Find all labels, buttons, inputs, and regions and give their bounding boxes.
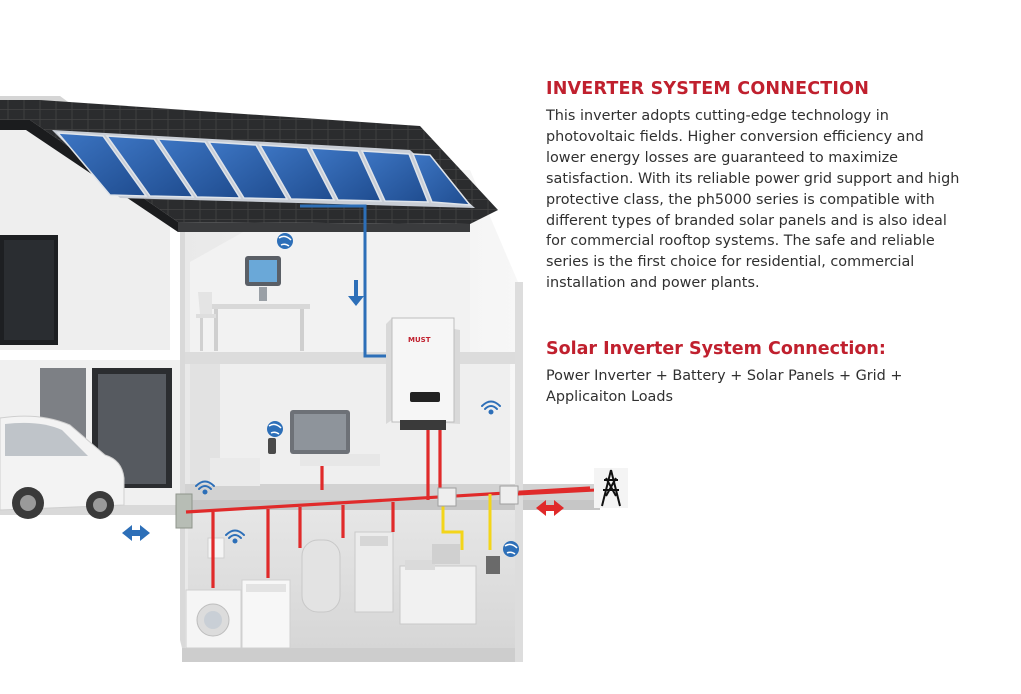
globe-icon — [267, 421, 283, 437]
dc-line — [300, 204, 392, 358]
grid-line — [517, 488, 597, 496]
section-title: INVERTER SYSTEM CONNECTION — [546, 79, 870, 99]
living-room — [210, 410, 380, 486]
globe-icon — [277, 233, 293, 249]
inverter-brand-label: MUST — [408, 336, 431, 344]
meter-box — [499, 485, 519, 505]
flow-arrow-icon — [122, 525, 150, 541]
globe-icon — [503, 541, 519, 557]
connection-description: Power Inverter + Battery + Solar Panels … — [546, 368, 903, 405]
flow-arrow-icon — [348, 280, 364, 306]
flow-arrow-icon — [536, 500, 564, 516]
solar-panels — [52, 130, 475, 208]
section-description: This inverter adopts cutting-edge techno… — [546, 108, 960, 292]
text-panel: INVERTER SYSTEM CONNECTION This inverter… — [546, 78, 1006, 405]
connection-title: Solar Inverter System Connection: — [546, 339, 886, 359]
breaker-box — [437, 487, 457, 507]
power-pylon-icon — [594, 468, 628, 508]
desk-computer — [196, 256, 310, 351]
signal-line — [441, 494, 492, 550]
inverter: MUST — [386, 317, 460, 430]
ac-line — [185, 418, 591, 588]
wifi-icon — [195, 480, 215, 495]
electric-car — [0, 415, 125, 519]
wifi-icon — [225, 529, 245, 544]
wifi-icon — [481, 400, 501, 415]
